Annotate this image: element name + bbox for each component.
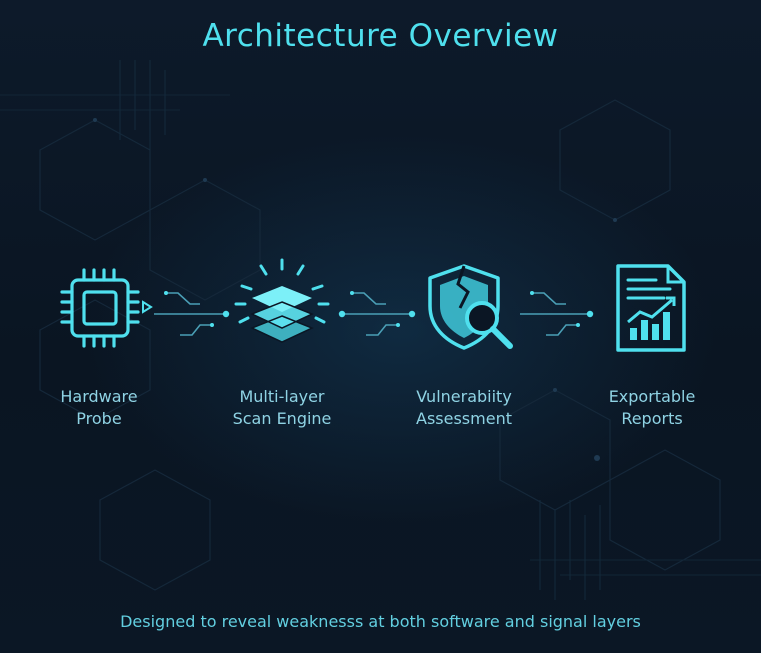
node-label-vulnerability-assessment: Vulnerabiity Assessment: [389, 386, 539, 430]
node-label-scan-engine: Multi-layer Scan Engine: [207, 386, 357, 430]
connector-3-4: [520, 291, 594, 336]
layers-stack-icon: [234, 258, 330, 343]
node-label-hardware-probe: Hardware Probe: [24, 386, 174, 430]
node-label-exportable-reports: Exportable Reports: [577, 386, 727, 430]
node-label-line2: Assessment: [416, 409, 512, 428]
report-chart-icon: [616, 264, 686, 352]
microchip-icon: [60, 268, 153, 348]
node-label-line2: Scan Engine: [232, 409, 332, 428]
diagram-title: Architecture Overview: [202, 18, 559, 54]
shield-search-icon: [428, 264, 513, 350]
node-label-line1: Vulnerabiity: [416, 387, 512, 406]
footer-tagline: Designed to reveal weaknesss at both sof…: [120, 612, 641, 631]
node-label-line2: Probe: [76, 409, 122, 428]
node-label-line1: Multi-layer: [239, 387, 325, 406]
node-label-line1: Hardware: [60, 387, 138, 406]
connector-1-2: [154, 291, 230, 336]
node-label-line2: Reports: [621, 409, 683, 428]
connector-2-3: [338, 291, 416, 336]
node-label-line1: Exportable: [608, 387, 696, 406]
